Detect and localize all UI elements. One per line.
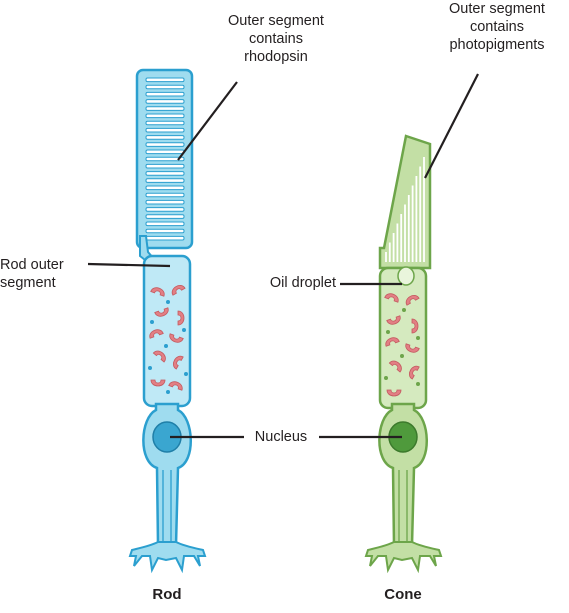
rod-cell bbox=[128, 68, 207, 574]
rod-axon-stripes bbox=[162, 470, 172, 544]
organelle-dot bbox=[164, 344, 168, 348]
mitochondrion bbox=[149, 329, 164, 339]
rod-disc bbox=[145, 135, 185, 140]
cone-lamellae bbox=[385, 157, 425, 262]
mitochondrion bbox=[386, 315, 401, 325]
organelle-dot bbox=[400, 354, 404, 358]
rod-disc bbox=[145, 106, 185, 111]
cone-outer-segment-shape bbox=[378, 134, 432, 270]
organelle-dot bbox=[150, 320, 154, 324]
label-rod-outer-segment-contains: Outer segment contains rhodopsin bbox=[228, 13, 324, 65]
rod-disc bbox=[145, 207, 185, 212]
oil-droplet-shape bbox=[397, 266, 415, 286]
mitochondrion bbox=[405, 343, 420, 353]
rod-disc bbox=[145, 171, 185, 176]
rod-disc bbox=[145, 192, 185, 198]
organelle-dot bbox=[416, 382, 420, 386]
organelle-dot bbox=[184, 372, 188, 376]
leader-rod-outer-segment-contains bbox=[177, 81, 238, 161]
rod-disc bbox=[145, 99, 185, 104]
organelle-dot bbox=[166, 300, 170, 304]
rod-disc bbox=[145, 120, 185, 126]
mitochondrion bbox=[384, 293, 399, 303]
mitochondrion bbox=[405, 295, 420, 306]
label-cone-outer-segment-contains: Outer segment contains photopigments bbox=[449, 1, 545, 53]
rod-disc bbox=[145, 178, 185, 183]
caption-cone: Cone bbox=[384, 586, 422, 603]
leader-lines bbox=[87, 73, 479, 439]
mitochondrion bbox=[169, 333, 184, 343]
mitochondrion bbox=[171, 285, 186, 296]
rod-discs bbox=[145, 77, 185, 241]
mitochondrion bbox=[386, 389, 402, 397]
rod-disc bbox=[145, 142, 185, 147]
organelle-dot bbox=[402, 308, 406, 312]
mitochondrion bbox=[411, 318, 419, 334]
caption-rod: Rod bbox=[152, 586, 182, 603]
organelle-dot bbox=[386, 330, 390, 334]
rod-mitochondria bbox=[148, 285, 188, 394]
organelle-dot bbox=[416, 336, 420, 340]
rod-disc bbox=[145, 199, 185, 205]
mitochondrion bbox=[168, 381, 183, 391]
mitochondrion bbox=[152, 350, 166, 363]
mitochondrion bbox=[177, 310, 185, 326]
rod-disc bbox=[145, 77, 185, 83]
rod-disc bbox=[145, 185, 185, 191]
cone-axon-stripes bbox=[398, 470, 408, 544]
cone-synaptic-terminal bbox=[364, 541, 443, 574]
rod-disc bbox=[145, 235, 185, 241]
rod-disc bbox=[145, 221, 185, 227]
mitochondrion bbox=[154, 307, 169, 317]
rod-disc bbox=[145, 84, 185, 90]
rod-disc bbox=[145, 127, 185, 133]
rod-disc bbox=[145, 113, 185, 119]
leader-cone-outer-segment-contains bbox=[424, 73, 479, 179]
cone-mitochondria bbox=[384, 293, 420, 397]
rod-disc bbox=[145, 149, 185, 155]
mitochondrion bbox=[385, 337, 400, 347]
rod-disc bbox=[145, 91, 185, 97]
mitochondrion bbox=[150, 379, 166, 387]
rod-disc bbox=[145, 163, 185, 169]
rod-disc bbox=[145, 156, 185, 162]
mitochondrion bbox=[150, 287, 165, 297]
rod-synaptic-terminal bbox=[128, 541, 207, 574]
mitochondrion bbox=[409, 365, 420, 380]
organelle-dot bbox=[182, 328, 186, 332]
leader-rod-outer-segment bbox=[87, 262, 171, 268]
label-rod-outer-segment: Rod outer segment bbox=[0, 257, 64, 291]
organelle-dot bbox=[384, 376, 388, 380]
mitochondrion bbox=[388, 360, 402, 373]
organelle-dot bbox=[166, 390, 170, 394]
rod-disc bbox=[145, 214, 185, 219]
rod-disc bbox=[145, 228, 185, 234]
mitochondrion bbox=[173, 355, 184, 370]
label-oil-droplet: Oil droplet bbox=[269, 275, 336, 291]
cone-cell bbox=[364, 134, 443, 574]
organelle-dot bbox=[148, 366, 152, 370]
label-nucleus: Nucleus bbox=[254, 429, 308, 445]
